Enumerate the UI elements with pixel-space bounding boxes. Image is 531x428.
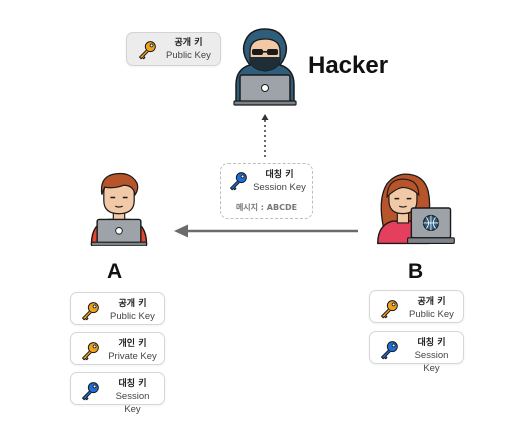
person-b-public-key-card: 공개 키 Public Key: [369, 290, 464, 323]
intercept-arrow: [261, 114, 269, 160]
key-ko-label: 공개 키: [118, 299, 147, 309]
key-icon: [82, 302, 99, 321]
key-en-label: Session Key: [414, 350, 449, 374]
key-icon: [139, 41, 156, 60]
key-ko-label: 대칭 키: [417, 338, 446, 348]
key-icon: [82, 382, 99, 401]
person-a-public-key-card: 공개 키 Public Key: [70, 292, 165, 325]
hacker-label: Hacker: [308, 52, 389, 79]
hacker-avatar: [233, 28, 297, 106]
message-key-en: Session Key: [253, 182, 306, 193]
key-icon: [230, 172, 247, 191]
person-a-avatar: [90, 172, 148, 246]
hacker-public-key-card: 공개 키 Public Key: [126, 32, 221, 66]
key-icon: [381, 341, 398, 360]
key-ko-label: 개인 키: [118, 339, 147, 349]
key-ko-label: 공개 키: [417, 297, 446, 307]
hacker-key-ko: 공개 키: [174, 38, 203, 48]
message-key-ko: 대칭 키: [265, 170, 294, 180]
key-icon: [82, 342, 99, 361]
person-b-session-key-card: 대칭 키 Session Key: [369, 331, 464, 374]
key-en-label: Public Key: [409, 309, 454, 320]
key-en-label: Public Key: [110, 311, 155, 322]
key-icon: [381, 300, 398, 319]
person-b-avatar: [377, 173, 455, 245]
key-en-label: Session Key: [115, 391, 150, 415]
message-text: 메시지 : ABCDE: [235, 203, 298, 212]
key-en-label: Private Key: [108, 351, 157, 362]
person-b-label: B: [408, 260, 424, 283]
person-a-label: A: [107, 260, 123, 283]
person-a-session-key-card: 대칭 키 Session Key: [70, 372, 165, 415]
transfer-arrow: [174, 224, 358, 238]
person-a-private-key-card: 개인 키 Private Key: [70, 332, 165, 365]
message-box: 대칭 키 Session Key 메시지 : ABCDE: [220, 163, 313, 219]
hacker-key-en: Public Key: [166, 50, 211, 61]
key-ko-label: 대칭 키: [118, 379, 147, 389]
